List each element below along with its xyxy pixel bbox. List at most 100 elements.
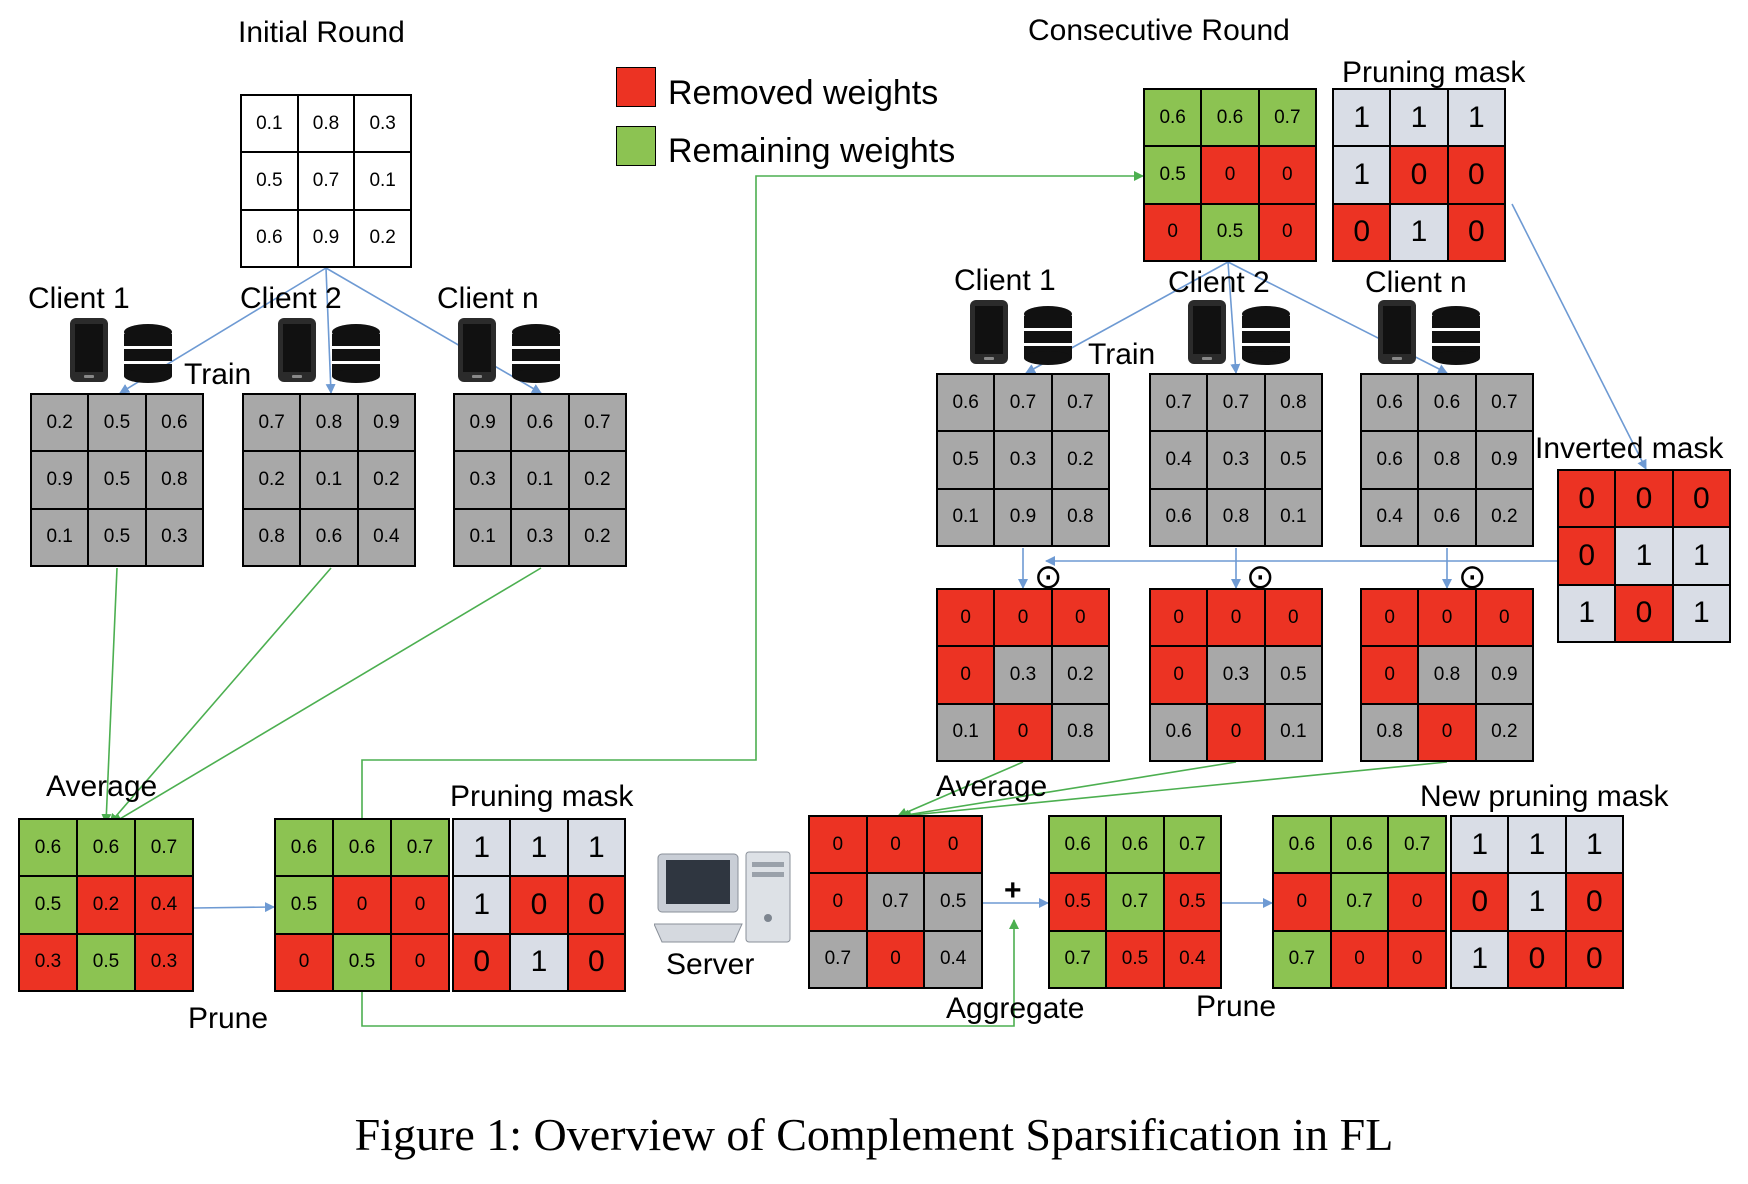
initial-pruning-mask-label: Pruning mask xyxy=(450,780,634,813)
grid-cell: 0 xyxy=(275,933,333,991)
grid-cell: 0 xyxy=(1273,873,1331,931)
grid-cell: 0 xyxy=(510,876,568,934)
grid-cell: 1 xyxy=(1558,584,1616,642)
grid-cell: 1 xyxy=(1615,527,1673,585)
grid-cell: 0.3 xyxy=(135,933,193,991)
grid-cell: 0 xyxy=(994,703,1052,761)
grid-cell: 0.4 xyxy=(1163,930,1221,988)
database-icon xyxy=(1432,306,1480,365)
grid-cell: 0.7 xyxy=(135,819,193,877)
consecutive-pruning-mask-label: Pruning mask xyxy=(1342,56,1526,89)
grid-cell: 0 xyxy=(809,873,867,931)
initial-round-title: Initial Round xyxy=(238,16,405,49)
figure-caption: Figure 1: Overview of Complement Sparsif… xyxy=(354,1109,1394,1160)
grid-cell: 0.8 xyxy=(1418,646,1476,704)
grid-cell: 0.1 xyxy=(241,95,298,153)
grid-cell: 0.4 xyxy=(357,508,415,566)
grid-cell: 0 xyxy=(1508,930,1566,988)
database-icon xyxy=(1024,306,1072,365)
inverted-mask-label: Inverted mask xyxy=(1535,432,1724,465)
grid-cell: 0.1 xyxy=(1264,488,1322,546)
grid-cell: 0.7 xyxy=(297,152,355,210)
grid-cell: 0.8 xyxy=(1418,431,1476,489)
grid-cell: 1 xyxy=(453,876,511,934)
grid-cell: 1 xyxy=(1565,816,1623,874)
grid-cell: 0.1 xyxy=(937,488,995,546)
grid-cell: 0.5 xyxy=(77,933,135,991)
grid-cell: 0.6 xyxy=(19,819,77,877)
grid-cell: 0 xyxy=(567,933,625,991)
grid-cell: 0.5 xyxy=(1264,646,1322,704)
grid-cell: 0 xyxy=(1201,146,1259,204)
grid-cell: 0 xyxy=(866,930,925,988)
consecutive-prune-label: Prune xyxy=(1196,990,1277,1023)
grid-cell: 0.3 xyxy=(1207,431,1265,489)
grid-cell: 0.2 xyxy=(357,451,415,509)
consecutive-clientn-label: Client n xyxy=(1365,266,1467,299)
grid-cell: 0.5 xyxy=(1201,203,1259,261)
phone-icon xyxy=(278,318,316,382)
consecutive-train-label: Train xyxy=(1088,338,1156,371)
odot-operator-client2: ⊙ xyxy=(1246,558,1275,596)
grid-cell: 0.1 xyxy=(300,451,358,509)
grid-cell: 0.2 xyxy=(568,508,626,566)
grid-cell: 0.6 xyxy=(145,394,203,452)
grid-cell: 1 xyxy=(1508,816,1566,874)
grid-cell: 0 xyxy=(809,816,867,874)
grid-cell: 0.7 xyxy=(1330,873,1389,931)
consecutive-client1-label: Client 1 xyxy=(954,264,1056,297)
grid-cell: 0.1 xyxy=(31,508,89,566)
arrow-average-to-pruned xyxy=(193,902,275,913)
grid-cell: 0.4 xyxy=(924,930,982,988)
grid-cell: 0.7 xyxy=(1106,873,1164,931)
grid-cell: 0.8 xyxy=(1361,703,1419,761)
grid-cell: 1 xyxy=(1333,146,1391,204)
grid-cell: 1 xyxy=(567,819,625,877)
grid-cell: 0 xyxy=(1451,873,1509,931)
aggregate-label: Aggregate xyxy=(946,992,1085,1025)
grid-cell: 0.7 xyxy=(866,873,925,931)
grid-cell: 1 xyxy=(510,933,568,991)
grid-cell: 0.8 xyxy=(1207,488,1265,546)
grid-cell: 1 xyxy=(1508,873,1566,931)
grid-cell: 0 xyxy=(1418,589,1476,647)
arrow-client2-to-average xyxy=(109,567,332,824)
grid-cell: 0 xyxy=(1558,470,1616,528)
grid-cell: 0.9 xyxy=(1475,431,1533,489)
grid-cell: 0 xyxy=(1447,203,1505,261)
grid-cell: 0 xyxy=(1144,203,1202,261)
grid-cell: 0.6 xyxy=(1418,374,1476,432)
grid-cell: 0.6 xyxy=(1361,374,1419,432)
grid-cell: 1 xyxy=(1672,584,1730,642)
grid-cell: 1 xyxy=(1447,89,1505,147)
grid-cell: 0.8 xyxy=(145,451,203,509)
initial-train-label: Train xyxy=(184,358,252,391)
grid-cell: 0.6 xyxy=(511,394,569,452)
consecutive-client2-label: Client 2 xyxy=(1168,266,1270,299)
database-icon xyxy=(512,324,560,383)
grid-cell: 0.7 xyxy=(568,394,626,452)
initial-prune-label: Prune xyxy=(188,1002,269,1035)
grid-cell: 0.7 xyxy=(994,374,1052,432)
grid-cell: 0 xyxy=(1207,703,1265,761)
consecutive-client2-devices xyxy=(1188,300,1290,365)
database-icon xyxy=(1242,306,1290,365)
grid-cell: 0.8 xyxy=(297,95,355,153)
grid-cell: 0 xyxy=(1258,203,1316,261)
grid-cell: 0 xyxy=(453,933,511,991)
grid-cell: 0.8 xyxy=(300,394,358,452)
grid-cell: 0.1 xyxy=(454,508,512,566)
grid-cell: 0 xyxy=(1390,146,1448,204)
grid-cell: 1 xyxy=(1390,89,1448,147)
grid-cell: 0 xyxy=(937,589,995,647)
grid-cell: 0.3 xyxy=(994,431,1052,489)
